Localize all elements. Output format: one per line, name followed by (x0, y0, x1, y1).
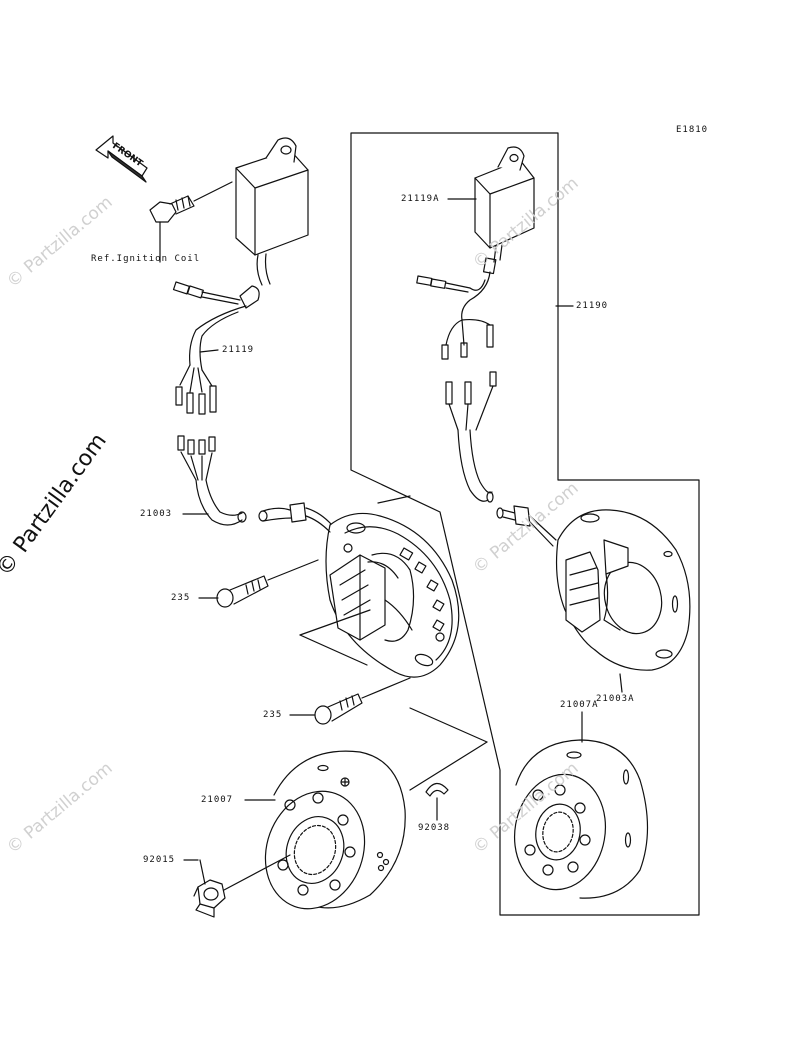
ignition-coil-bolt (149, 181, 233, 263)
leader-92015-b (199, 859, 206, 885)
flywheel-alignment-line-2 (409, 741, 488, 791)
flywheel-right (513, 739, 649, 899)
bolt-235-lower (314, 677, 411, 725)
front-arrow-icon: FRONT (95, 135, 148, 183)
callout-21190[interactable]: 21190 (576, 301, 609, 311)
callout-21007[interactable]: 21007 (201, 795, 234, 805)
stator-right-leader (619, 673, 623, 693)
woodruff-key-92038 (425, 782, 449, 821)
cdi-unit-left (235, 137, 309, 286)
callout-21007a[interactable]: 21007A (560, 700, 599, 710)
callout-21003a[interactable]: 21003A (596, 694, 635, 704)
stator-right (555, 509, 691, 671)
cdi-unit-right (474, 146, 535, 263)
harness-21119 (172, 281, 260, 415)
ref-note: Ref.Ignition Coil (91, 254, 201, 264)
callout-21003[interactable]: 21003 (140, 509, 173, 519)
stator-lead-21003a (445, 371, 557, 547)
callout-235-lower[interactable]: 235 (263, 710, 283, 720)
diagram-code: E1810 (676, 125, 709, 135)
bolt-235-upper (216, 559, 319, 608)
callout-21119[interactable]: 21119 (222, 345, 255, 355)
callout-235-upper[interactable]: 235 (171, 593, 191, 603)
flywheel-left (264, 750, 406, 910)
callout-92015[interactable]: 92015 (143, 855, 176, 865)
callout-21119a[interactable]: 21119A (401, 194, 440, 204)
stator-left (325, 512, 460, 678)
stator-leader-right (377, 495, 411, 504)
stator-lead-21003 (177, 435, 333, 533)
flywheel-alignment-line (409, 707, 488, 743)
flywheel-nut-92015 (193, 854, 291, 918)
harness-21119a (416, 257, 497, 360)
leader-21119 (199, 349, 219, 353)
stator-leader-left-2 (299, 634, 368, 666)
callout-92038[interactable]: 92038 (418, 823, 451, 833)
stator-leader-left (299, 609, 371, 636)
